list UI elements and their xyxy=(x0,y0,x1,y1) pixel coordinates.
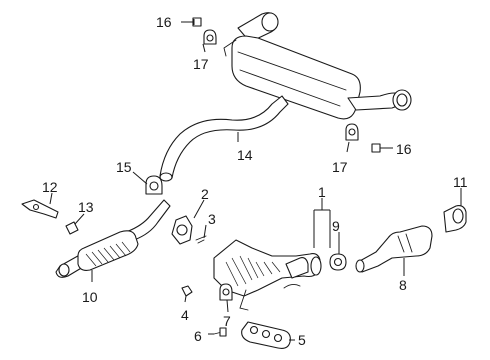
converter-gasket xyxy=(329,253,347,271)
callout-15: 15 xyxy=(116,159,132,175)
callout-10: 10 xyxy=(82,289,98,305)
callout-8: 8 xyxy=(399,277,407,293)
callout-6: 6 xyxy=(194,328,202,344)
bracket xyxy=(21,199,59,219)
catalytic-converter xyxy=(213,239,322,311)
callout-12: 12 xyxy=(42,179,58,195)
callout-14: 14 xyxy=(237,147,253,163)
front-pipe xyxy=(55,199,171,278)
flange-gasket xyxy=(171,215,193,245)
callout-11: 11 xyxy=(453,174,468,190)
nut xyxy=(181,285,193,297)
callout-4: 4 xyxy=(181,307,189,323)
callout-2: 2 xyxy=(201,186,209,202)
callout-7: 7 xyxy=(223,313,231,329)
callout-13: 13 xyxy=(78,199,94,215)
callout-5: 5 xyxy=(298,332,306,348)
band-clamp xyxy=(443,205,467,233)
callout-17-right: 17 xyxy=(332,159,348,175)
leader-lines xyxy=(49,19,462,341)
gasket-small xyxy=(65,221,79,235)
callout-9: 9 xyxy=(332,218,340,234)
intermediate-pipe xyxy=(159,95,289,182)
callout-16-upper: 16 xyxy=(156,14,172,30)
clamp xyxy=(145,175,163,195)
callout-1: 1 xyxy=(318,184,326,200)
manifold-gasket xyxy=(241,321,291,349)
callout-3: 3 xyxy=(208,211,216,227)
underbody-converter xyxy=(355,225,433,273)
isolator-right xyxy=(345,123,359,141)
callout-labels: 16 17 14 15 16 17 12 13 10 2 3 4 7 6 5 1… xyxy=(42,14,468,348)
callout-17-upper: 17 xyxy=(193,56,209,72)
rear-muffler xyxy=(223,12,412,120)
isolator-upper xyxy=(203,29,217,45)
bolt-lower xyxy=(213,327,227,337)
hanger xyxy=(219,283,233,301)
callout-16-right: 16 xyxy=(396,141,412,157)
